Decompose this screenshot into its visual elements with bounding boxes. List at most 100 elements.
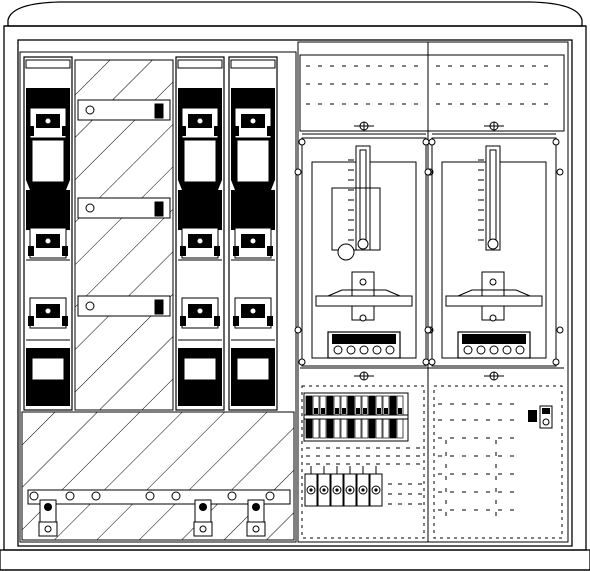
meter-icon xyxy=(294,65,434,381)
meter-knob xyxy=(337,243,355,261)
screw-icon xyxy=(199,525,207,533)
device-toggle xyxy=(349,408,353,414)
screw-icon xyxy=(227,491,237,501)
screw-icon xyxy=(424,168,432,176)
fuse-window xyxy=(236,139,270,183)
screw-icon xyxy=(463,345,473,355)
screw-icon xyxy=(44,525,52,533)
device-toggle xyxy=(384,408,388,414)
screw-icon xyxy=(196,237,204,245)
screw-icon xyxy=(476,345,486,355)
screw-icon xyxy=(252,525,260,533)
terminal-nut xyxy=(199,503,207,511)
clamp-side xyxy=(28,126,34,136)
screw-center xyxy=(309,488,313,492)
rail-bar xyxy=(303,414,409,420)
screw-icon xyxy=(556,326,564,334)
clamp-side xyxy=(62,316,68,326)
clamp-side xyxy=(28,316,34,326)
bottom-terminals xyxy=(38,499,266,537)
clamp-side xyxy=(180,126,186,136)
fuse-top-cap xyxy=(25,59,71,69)
clamp-side xyxy=(214,316,220,326)
control-compartment-left xyxy=(301,385,425,539)
device-toggle xyxy=(342,408,346,414)
meter-scale xyxy=(485,145,501,251)
dashed-cover-panel xyxy=(438,403,522,520)
screw-icon xyxy=(489,345,499,355)
device-toggle xyxy=(321,408,325,414)
terminal-icon xyxy=(246,499,266,537)
device-toggle xyxy=(363,408,367,414)
left-section xyxy=(19,51,297,543)
screw-icon xyxy=(145,491,155,501)
screw-icon xyxy=(552,138,560,146)
clamp-side xyxy=(214,126,220,136)
screw-icon xyxy=(552,358,560,366)
clamp-side xyxy=(28,246,34,256)
screw-icon xyxy=(294,168,302,176)
terminal-strip xyxy=(462,334,526,344)
meter-bays xyxy=(294,65,564,381)
din-rail-icon xyxy=(445,295,543,307)
busbar-bracket-row xyxy=(77,99,171,317)
screw-icon xyxy=(385,345,395,355)
screw-icon xyxy=(489,314,497,322)
screw-icon xyxy=(196,307,204,315)
screw-icon xyxy=(346,345,356,355)
fuse-label-window xyxy=(236,357,270,381)
screw-icon xyxy=(298,138,306,146)
device-toggle xyxy=(356,408,360,414)
screw-icon xyxy=(359,345,369,355)
fuse-switch-icon xyxy=(228,56,278,411)
screw-icon xyxy=(422,138,430,146)
screw-icon xyxy=(422,358,430,366)
fuse-window xyxy=(183,139,217,183)
fuse-top-cap xyxy=(230,59,276,69)
screw-icon xyxy=(294,326,302,334)
screw-icon xyxy=(196,117,204,125)
screw-icon xyxy=(556,168,564,176)
screw-icon xyxy=(265,491,275,501)
din-rail-icon xyxy=(315,295,413,307)
meter-display xyxy=(331,187,381,251)
device-toggle xyxy=(391,408,395,414)
fuse-carrier-base xyxy=(178,190,222,230)
screw-icon xyxy=(502,345,512,355)
meter-indicator xyxy=(487,238,499,250)
terminal-block-icon xyxy=(304,447,422,507)
screw-icon xyxy=(249,117,257,125)
dashed-cover-panel xyxy=(306,65,420,105)
terminal-strip xyxy=(332,334,396,344)
fuse-switch-icon xyxy=(23,56,73,411)
terminal-nut xyxy=(252,503,260,511)
screw-icon xyxy=(489,278,497,286)
meter-bay-frame xyxy=(301,137,427,367)
clamp-side xyxy=(267,316,273,326)
screw-center xyxy=(361,488,365,492)
terminal-nut xyxy=(44,503,52,511)
screw-icon xyxy=(428,358,436,366)
screw-icon xyxy=(171,491,181,501)
relay-icon xyxy=(528,405,553,429)
base-screw-row xyxy=(29,491,275,501)
screw-icon xyxy=(428,138,436,146)
screw-icon xyxy=(249,237,257,245)
terminal-icon xyxy=(193,499,213,537)
clamp-side xyxy=(233,316,239,326)
meter-icon xyxy=(424,65,564,381)
din-rail-icon xyxy=(303,392,409,442)
device-toggle xyxy=(370,408,374,414)
dashed-cover-panel xyxy=(436,65,550,105)
fuse-top-cap xyxy=(177,59,223,69)
clamp-side xyxy=(62,126,68,136)
clamp-side xyxy=(214,246,220,256)
fuse-label-window xyxy=(31,357,65,381)
fuse-carrier-base xyxy=(231,190,275,230)
fuse-carrier-base xyxy=(26,190,70,230)
fuse-switch-icon xyxy=(175,56,225,411)
clamp-side xyxy=(267,126,273,136)
